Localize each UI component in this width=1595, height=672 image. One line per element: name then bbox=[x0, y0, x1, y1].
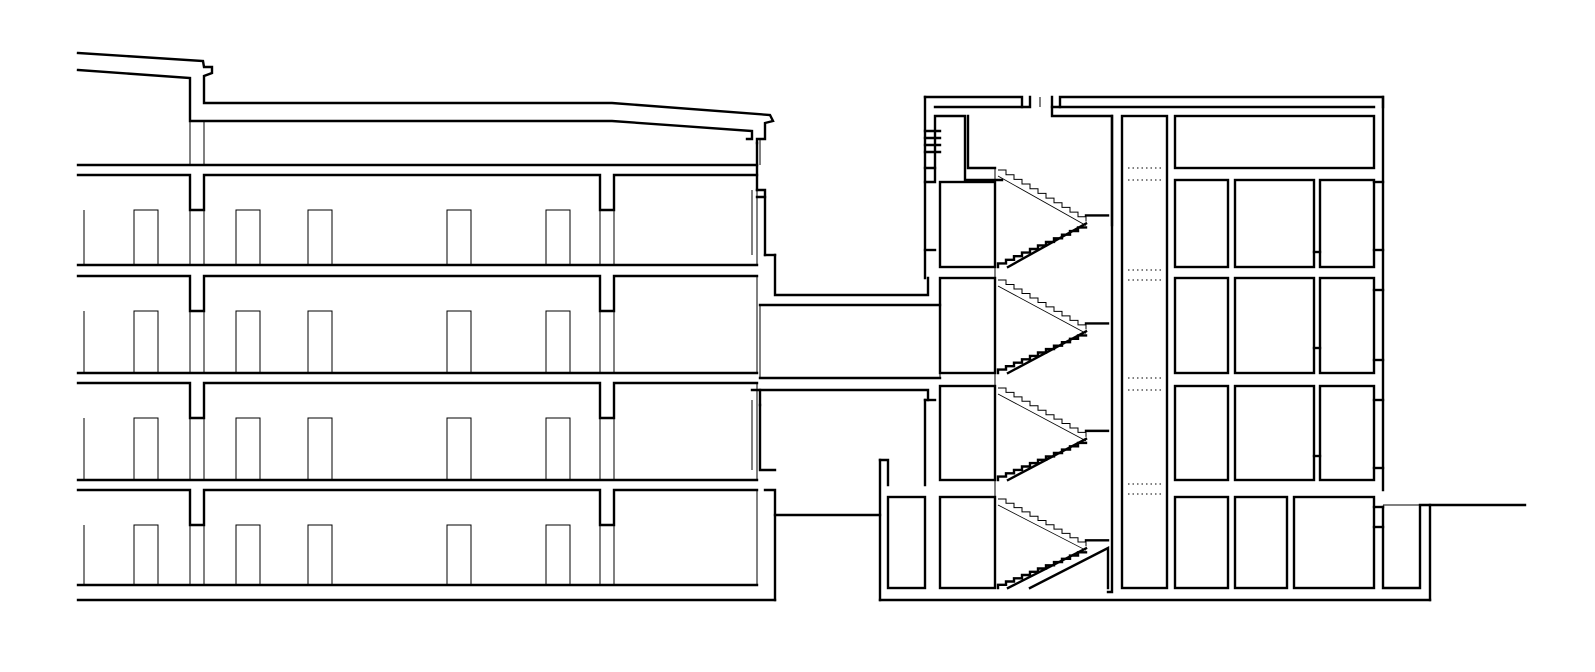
room-outline bbox=[1173, 495, 1230, 590]
old-building-floors bbox=[76, 173, 759, 587]
door-opening bbox=[133, 209, 159, 265]
bottom-landing bbox=[1028, 546, 1110, 590]
shaft-outline bbox=[1120, 114, 1169, 590]
new-building-left-wall bbox=[878, 166, 1432, 602]
door-opening bbox=[133, 524, 159, 585]
room-outline bbox=[1233, 178, 1316, 269]
door-opening bbox=[545, 310, 571, 373]
floor-ceiling-beam-line bbox=[76, 274, 759, 313]
room-outline bbox=[1233, 384, 1316, 482]
stair-soffit bbox=[1006, 221, 1088, 269]
stair-core bbox=[994, 114, 1114, 594]
room-outline bbox=[1292, 495, 1376, 590]
room-outline bbox=[1173, 178, 1230, 269]
room-outline bbox=[938, 180, 997, 269]
door-opening bbox=[545, 417, 571, 480]
room-outline bbox=[1318, 178, 1376, 269]
old-floor-3 bbox=[76, 381, 759, 482]
old-floor-2 bbox=[76, 274, 759, 375]
room-outline bbox=[1173, 384, 1230, 482]
door-opening bbox=[133, 310, 159, 373]
floor-ceiling-beam-line bbox=[76, 488, 759, 527]
room-outline bbox=[938, 276, 997, 375]
room-outline bbox=[1173, 114, 1376, 170]
stair-core-wall bbox=[1106, 114, 1114, 594]
door-opening bbox=[446, 209, 472, 265]
door-opening bbox=[307, 209, 333, 265]
stair-soffit bbox=[1006, 329, 1088, 375]
stair-soffit bbox=[1006, 437, 1088, 482]
door-opening bbox=[307, 417, 333, 480]
stair-stringer bbox=[997, 285, 1087, 334]
old-building-section bbox=[76, 51, 777, 602]
stair-stringer bbox=[997, 504, 1087, 551]
stair-flight-down bbox=[998, 169, 1087, 222]
stair-flight-down bbox=[998, 387, 1087, 437]
door-opening bbox=[446, 524, 472, 585]
door-opening bbox=[235, 417, 261, 480]
room-outline bbox=[938, 384, 997, 482]
room-outline bbox=[1318, 276, 1376, 375]
door-opening bbox=[235, 524, 261, 585]
door-opening bbox=[307, 310, 333, 373]
room-outline bbox=[938, 495, 997, 590]
stair-flight-down bbox=[998, 279, 1087, 330]
door-opening bbox=[545, 209, 571, 265]
room-outline bbox=[1173, 276, 1230, 375]
floor-ceiling-beam-line bbox=[76, 381, 759, 420]
door-opening bbox=[307, 524, 333, 585]
old-floor-4 bbox=[76, 488, 759, 587]
stair-flight-down bbox=[998, 498, 1087, 547]
room-outline bbox=[1233, 276, 1316, 375]
room-outline bbox=[1233, 495, 1289, 590]
door-opening bbox=[133, 417, 159, 480]
floor-ceiling-beam-line bbox=[76, 173, 759, 212]
stair-stringer bbox=[997, 175, 1087, 226]
new-building-rooms bbox=[886, 114, 1376, 590]
new-building-section bbox=[878, 95, 1527, 602]
room-outline bbox=[1318, 384, 1376, 482]
stair-soffit bbox=[1006, 546, 1088, 590]
old-floor-1 bbox=[76, 173, 759, 267]
door-opening bbox=[235, 209, 261, 265]
door-opening bbox=[235, 310, 261, 373]
new-building-right-wall bbox=[1372, 95, 1527, 602]
door-opening bbox=[545, 524, 571, 585]
door-opening bbox=[446, 417, 472, 480]
room-outline bbox=[886, 495, 927, 590]
door-opening bbox=[446, 310, 472, 373]
elevator-shaft bbox=[1120, 114, 1169, 590]
bridge-link-section bbox=[758, 253, 942, 517]
old-building-roof bbox=[76, 51, 775, 192]
roof-vent-louvers bbox=[923, 129, 942, 154]
old-building-exterior-wall-right bbox=[750, 188, 777, 602]
stair-stringer bbox=[997, 393, 1087, 442]
